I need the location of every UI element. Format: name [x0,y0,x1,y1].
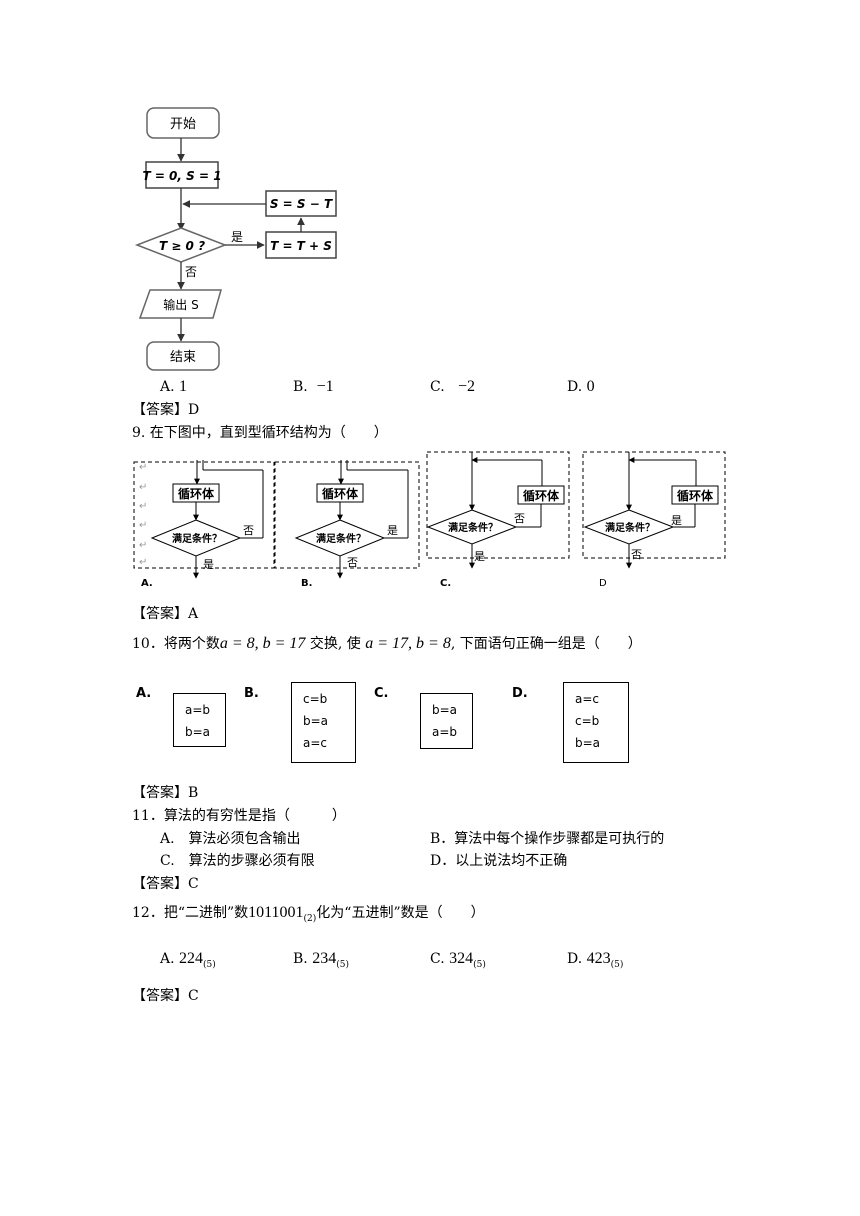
q9-diagram-d: 循环体 满足条件？ 是 否 D [582,451,726,589]
svg-text:↵: ↵ [139,540,147,551]
option-label: C. [440,578,451,589]
q12-option-c: C. 324(5) [430,950,486,970]
update-s-label: S = S − T [270,197,333,211]
svg-text:↵: ↵ [139,520,147,531]
q12-question: 12．把“二进制”数1011001(2)化为“五进制”数是（ ） [132,904,485,924]
condition-label: T ≥ 0 ? [159,239,205,253]
output-label: 输出 S [163,297,198,312]
q10-answer: 【答案】B [132,785,199,801]
end-node [146,341,220,371]
svg-text:↵: ↵ [139,501,147,512]
condition-label: 满足条件？ [448,521,498,534]
option-label: B. [301,578,312,589]
q9-diagram-c: 循环体 满足条件？ 否 是 C. [426,451,570,589]
condition-label: 满足条件？ [316,532,366,545]
condition-label: 满足条件？ [605,521,655,534]
q10-option-c-label: C. [374,686,389,701]
q9-question: 9. 在下图中，直到型循环结构为（ ） [132,425,388,441]
exit-label: 是 [474,550,485,563]
svg-text:↵: ↵ [139,557,147,568]
q12-option-a: A. 224(5) [160,950,216,970]
q10-option-c-code: b=a a=b [420,693,473,749]
exit-label: 否 [347,556,358,569]
q9-diagram-b: 循环体 满足条件？ 是 否 B. [274,460,420,589]
side-label: 否 [243,524,254,537]
side-label: 否 [514,512,525,525]
start-label: 开始 [170,117,196,132]
update-t-node [265,231,337,259]
q8-option-d: D. 0 [567,378,595,395]
yes-label: 是 [231,230,243,244]
no-label: 否 [185,265,197,279]
q9-diagram-a: ↵ ↵ ↵ ↵ ↵ ↵ 循环体 满足条件？ 否 是 A. [133,460,275,589]
q10-option-d-label: D. [512,686,528,701]
q11-option-d: D．以上说法均不正确 [430,853,568,869]
condition-label: 满足条件？ [172,532,222,545]
q11-option-b: B．算法中每个操作步骤都是可执行的 [430,831,665,847]
start-node [146,107,220,139]
q10-option-b-label: B. [244,686,259,701]
end-label: 结束 [170,350,196,365]
init-node [145,161,219,189]
svg-text:↵: ↵ [139,462,147,473]
option-label: A. [141,578,153,589]
q12-answer: 【答案】C [132,988,199,1004]
q8-answer: 【答案】D [132,402,200,418]
q8-option-c: C. −2 [430,378,476,395]
svg-text:↵: ↵ [139,482,147,493]
q12-option-b: B. 234(5) [293,950,349,970]
q10-option-b-code: c=b b=a a=c [291,682,356,763]
init-label: T = 0, S = 1 [142,169,221,183]
loop-body-label: 循环体 [677,488,714,503]
exit-label: 否 [631,548,642,561]
q10-question: 10．将两个数a = 8, b = 17 交换, 使 a = 17, b = 8… [132,635,642,652]
q11-answer: 【答案】C [132,876,199,892]
q11-question: 11．算法的有穷性是指（ ） [132,808,346,824]
side-label: 是 [671,514,682,527]
q11-option-c: C. 算法的步骤必须有限 [160,853,315,869]
q9-answer: 【答案】A [132,606,199,622]
option-label: D [599,578,607,589]
q12-option-d: D. 423(5) [567,950,624,970]
side-label: 是 [387,524,398,537]
exit-label: 是 [203,558,214,571]
q10-option-d-code: a=c c=b b=a [563,682,629,763]
q10-option-a-label: A. [136,686,152,701]
loop-body-label: 循环体 [523,488,560,503]
q10-option-a-code: a=b b=a [173,693,226,747]
q8-option-a: A. 1 [160,378,188,395]
q8-flowchart: 开始 T = 0, S = 1 S = S − T T ≥ 0 ? 是 T = … [134,107,337,371]
loop-body-label: 循环体 [178,486,215,501]
update-t-label: T = T + S [270,239,332,253]
q11-option-a: A. 算法必须包含输出 [160,831,301,847]
loop-body-label: 循环体 [322,486,359,501]
q8-option-b: B. −1 [293,378,334,395]
q9-diagrams: ↵ ↵ ↵ ↵ ↵ ↵ 循环体 满足条件？ 否 是 A. 循环体 满足条件？ 是 [133,451,726,589]
output-node [138,289,222,319]
